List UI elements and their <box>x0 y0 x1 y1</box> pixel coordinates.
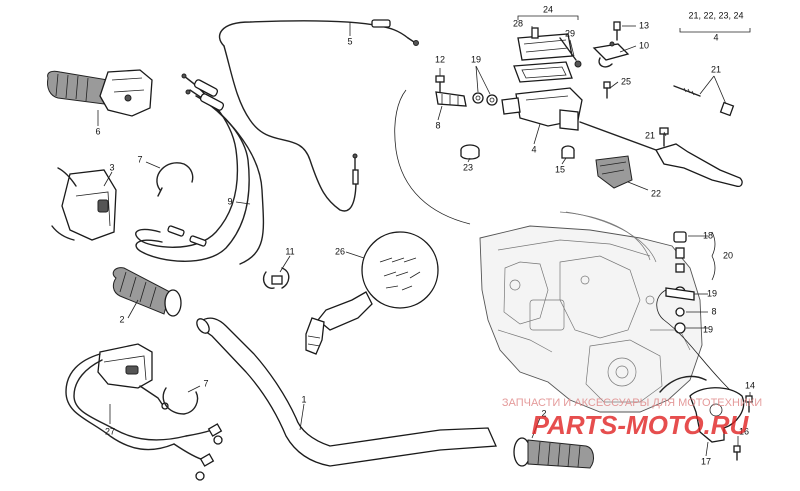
callout-21-mid: 21 <box>645 130 655 140</box>
part-14-screw <box>745 395 753 413</box>
brake-hose-lower <box>656 289 731 391</box>
part-13-screw <box>613 21 621 41</box>
part-10-clamp <box>592 41 630 68</box>
part-26-mirror <box>305 231 439 355</box>
callout-5: 5 <box>347 36 352 46</box>
callout-20: 20 <box>723 250 733 260</box>
part-12-bolt <box>435 75 445 93</box>
part-2-grip-right <box>513 437 594 469</box>
callout-19-mid: 19 <box>707 288 717 298</box>
callout-11: 11 <box>285 246 294 256</box>
callout-8-right: 8 <box>711 306 716 316</box>
callout-21-top: 21 <box>711 64 721 74</box>
watermark-text: ЗАПЧАСТИ И АКСЕССУАРЫ ДЛЯ МОТОТЕХНИКИ <box>502 397 762 409</box>
part-9-cable-pair <box>135 73 265 265</box>
callout-25: 25 <box>621 76 631 86</box>
callout-15: 15 <box>555 164 565 174</box>
leader-lines <box>97 15 751 457</box>
callout-2-left: 2 <box>119 314 124 324</box>
callout-14: 14 <box>745 380 755 390</box>
engine-block <box>479 211 703 413</box>
callout-18: 18 <box>703 230 713 240</box>
part-18-bleed-screw <box>673 231 687 243</box>
watermark: ЗАПЧАСТИ И АКСЕССУАРЫ ДЛЯ МОТОТЕХНИКИ PA… <box>502 397 762 440</box>
callout-22: 22 <box>651 188 661 198</box>
callout-1: 1 <box>301 394 306 404</box>
part-1-handlebar <box>196 317 497 467</box>
part-4-master-cylinder <box>501 87 583 131</box>
callout-26: 26 <box>335 246 345 256</box>
part-23-cap <box>460 144 480 160</box>
callout-4: 4 <box>531 144 536 154</box>
group-label-21-24: 21, 22, 23, 24 <box>688 10 743 20</box>
callout-29: 29 <box>565 28 575 38</box>
callout-16: 16 <box>739 426 749 436</box>
part-22-cover <box>595 155 633 189</box>
part-20-fittings <box>665 247 695 334</box>
callout-28: 28 <box>513 18 523 28</box>
part-3-switch-housing <box>51 167 117 241</box>
brake-hose-top <box>394 89 471 225</box>
callout-24-top: 24 <box>543 4 553 14</box>
part-11-clamp <box>262 267 290 289</box>
part-15-boot <box>561 145 575 159</box>
part-24-gasket <box>513 61 573 83</box>
callout-7-upper: 7 <box>137 154 142 164</box>
brake-lever <box>579 121 743 188</box>
callout-13: 13 <box>639 20 649 30</box>
watermark-logo: PARTS-MOTO.RU <box>532 410 750 440</box>
callout-2-right: 2 <box>541 408 546 418</box>
part-28-29-reservoir-cap <box>517 27 582 68</box>
callout-12: 12 <box>435 54 445 64</box>
callout-10: 10 <box>639 40 649 50</box>
callout-7-lower: 7 <box>203 378 208 388</box>
callout-17: 17 <box>701 456 711 466</box>
callout-3: 3 <box>109 162 114 172</box>
part-27-switch-wiring <box>65 343 223 481</box>
part-6-throttle-grip <box>47 69 153 117</box>
callout-19-low: 19 <box>703 324 713 334</box>
part-5-throttle-cable <box>218 19 419 212</box>
callout-23: 23 <box>463 162 473 172</box>
part-21-lever-pivot <box>659 85 735 147</box>
part-19-washers-top <box>472 92 498 106</box>
part-7-circlip-lower <box>162 387 199 415</box>
callout-labels: 1 2 2 3 4 24 5 6 7 7 8 8 9 10 11 12 13 1… <box>95 4 755 466</box>
callout-27: 27 <box>105 426 115 436</box>
callout-6: 6 <box>95 126 100 136</box>
part-16-screw <box>733 445 741 461</box>
callout-4-group: 4 <box>713 32 718 42</box>
part-7-circlip-upper <box>156 162 194 197</box>
part-2-grip-left <box>112 267 182 317</box>
part-8-banjo-bolt <box>435 91 467 107</box>
callout-8-top: 8 <box>435 120 440 130</box>
part-25-screw <box>603 81 611 99</box>
callout-9: 9 <box>227 196 232 206</box>
callout-19-top: 19 <box>471 54 481 64</box>
part-17-clutch-bracket <box>659 375 745 443</box>
